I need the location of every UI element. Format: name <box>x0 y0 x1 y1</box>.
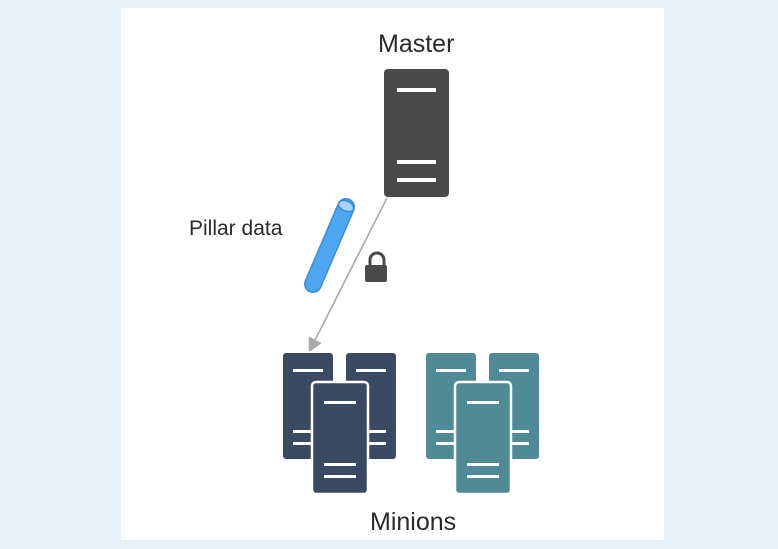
minion-group-teal-icon <box>424 351 541 496</box>
pillar-data-label: Pillar data <box>189 217 283 240</box>
minions-label: Minions <box>370 508 457 536</box>
lock-icon <box>365 251 387 282</box>
minion-group-dark-icon <box>281 351 398 496</box>
pillar-cylinder-icon <box>304 198 355 293</box>
pillar-arrow <box>308 197 388 353</box>
master-server-icon <box>384 69 449 197</box>
master-label: Master <box>378 30 455 58</box>
